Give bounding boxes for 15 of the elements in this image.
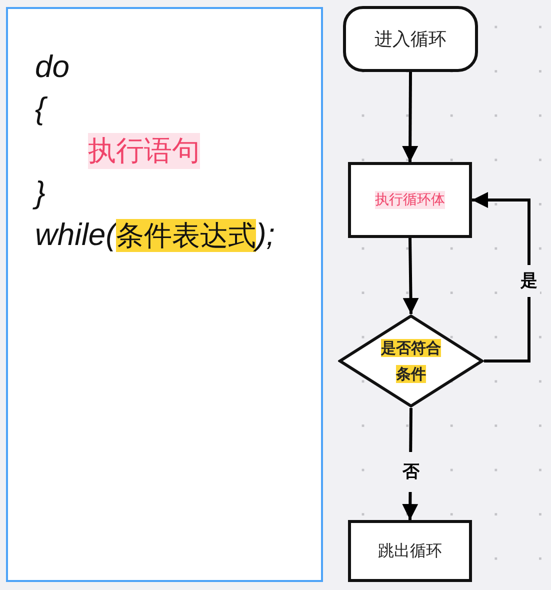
edge-label: 否 [400, 452, 422, 492]
start-box: 进入循环 [343, 6, 478, 72]
arrow [402, 72, 418, 162]
decision-diamond: 是否符合条件 [338, 314, 484, 408]
code-brace: } [35, 175, 46, 211]
code-keyword: do [35, 49, 70, 85]
code-panel [6, 7, 323, 582]
code-brace: { [35, 91, 46, 127]
statement-text: 执行语句 [88, 133, 200, 169]
edge-label: 是 [518, 264, 540, 296]
arrow [402, 238, 419, 314]
end-box: 跳出循环 [348, 520, 472, 582]
code-keyword: while( [35, 217, 116, 252]
arrow [472, 192, 530, 362]
process-box: 执行循环体 [348, 162, 472, 238]
